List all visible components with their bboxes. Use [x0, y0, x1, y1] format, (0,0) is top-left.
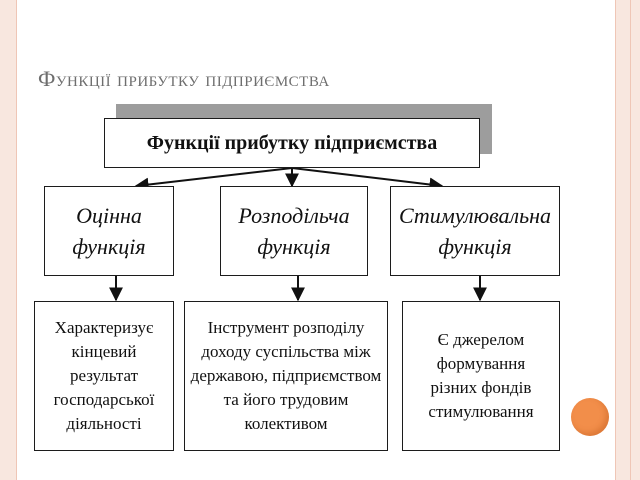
right-border-line — [615, 0, 616, 480]
root-label: Функції прибутку підприємства — [146, 131, 438, 154]
description-box-estimative: Характеризує кінцевий результат господар… — [34, 301, 174, 451]
description-line: Інструмент розподілу — [207, 318, 365, 337]
arrow-root-to-stimulating — [291, 167, 444, 192]
slide-title: Функції прибутку підприємства — [38, 66, 330, 91]
root-box: Функції прибутку підприємства — [104, 118, 480, 168]
right-decorative-border — [616, 0, 640, 480]
description-line: різних фондів — [430, 378, 532, 397]
description-line: та його трудовим — [223, 390, 349, 409]
function-label-line1: Розподільча — [238, 203, 350, 228]
description-line: доходу суспільства між — [201, 342, 371, 361]
description-line: колективом — [244, 414, 328, 433]
arrow-root-to-estimative — [134, 167, 293, 192]
description-box-distributive: Інструмент розподілу доходу суспільства … — [184, 301, 388, 451]
description-line: результат — [69, 366, 139, 385]
description-line: державою, підприємством — [190, 366, 382, 385]
function-box-stimulating: Стимулювальна функція — [390, 186, 560, 276]
function-box-estimative: Оцінна функція — [44, 186, 174, 276]
function-label-line2: функція — [72, 234, 146, 259]
function-box-distributive: Розподільча функція — [220, 186, 368, 276]
description-line: стимулювання — [428, 402, 534, 421]
description-line: Характеризує — [54, 318, 154, 337]
function-label-line2: функція — [438, 234, 512, 259]
description-line: діяльності — [66, 414, 142, 433]
description-line: господарської — [53, 390, 155, 409]
decorative-orange-circle — [571, 398, 609, 436]
description-line: кінцевий — [71, 342, 137, 361]
left-decorative-border — [0, 0, 16, 480]
function-label-line2: функція — [257, 234, 331, 259]
description-line: Є джерелом — [437, 330, 525, 349]
description-box-stimulating: Є джерелом формування різних фондів стим… — [402, 301, 560, 451]
function-label-line1: Стимулювальна — [398, 203, 552, 228]
right-border-inner-line — [630, 0, 631, 480]
description-line: формування — [436, 354, 526, 373]
left-border-line — [16, 0, 17, 480]
function-label-line1: Оцінна — [76, 203, 142, 228]
